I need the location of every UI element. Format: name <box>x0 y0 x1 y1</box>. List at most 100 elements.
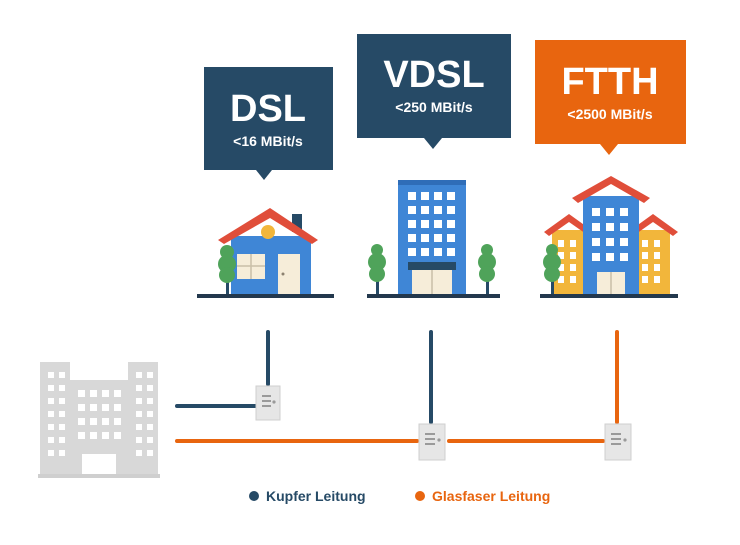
window <box>434 206 442 214</box>
junction-box-vdsl <box>418 423 446 461</box>
bubble-dsl-speed: <16 MBit/s <box>233 133 303 149</box>
window <box>558 264 564 271</box>
window <box>570 252 576 259</box>
window <box>48 411 54 417</box>
window <box>136 424 142 430</box>
window <box>558 276 564 283</box>
window <box>59 424 65 430</box>
window <box>90 432 97 439</box>
window <box>421 234 429 242</box>
window <box>78 404 85 411</box>
window <box>570 276 576 283</box>
window <box>592 223 600 231</box>
window <box>147 372 153 378</box>
window <box>654 264 660 271</box>
window <box>102 390 109 397</box>
apartment-building-icon <box>367 180 500 298</box>
window <box>642 252 648 259</box>
window <box>59 437 65 443</box>
window <box>592 208 600 216</box>
window <box>642 276 648 283</box>
window <box>558 240 564 247</box>
legend-copper-dot <box>249 491 259 501</box>
window <box>136 450 142 456</box>
legend-fiber-label: Glasfaser Leitung <box>432 488 550 504</box>
window <box>447 192 455 200</box>
window <box>447 248 455 256</box>
window <box>408 192 416 200</box>
window <box>147 450 153 456</box>
window <box>606 223 614 231</box>
window <box>620 238 628 246</box>
window <box>102 418 109 425</box>
window <box>147 385 153 391</box>
window <box>59 372 65 378</box>
window <box>642 264 648 271</box>
window <box>136 385 142 391</box>
window <box>102 404 109 411</box>
house-icon <box>197 208 334 298</box>
window <box>408 234 416 242</box>
window <box>114 390 121 397</box>
junction-box-ftth <box>604 423 632 461</box>
fiber-lines <box>175 330 619 443</box>
window <box>48 450 54 456</box>
window <box>654 252 660 259</box>
building-complex-icon <box>540 176 678 298</box>
window <box>114 418 121 425</box>
window <box>654 276 660 283</box>
window <box>59 398 65 404</box>
window <box>136 437 142 443</box>
bubble-dsl-title: DSL <box>230 88 306 130</box>
window <box>570 264 576 271</box>
bubble-ftth-title: FTTH <box>561 61 658 103</box>
legend-copper-label: Kupfer Leitung <box>266 488 366 504</box>
window <box>434 192 442 200</box>
legend-fiber-dot <box>415 491 425 501</box>
bubble-vdsl: VDSL <250 MBit/s <box>357 34 511 149</box>
window <box>570 240 576 247</box>
bubble-ftth-speed: <2500 MBit/s <box>567 106 652 122</box>
central-office-icon <box>38 362 160 478</box>
window <box>147 424 153 430</box>
window <box>421 192 429 200</box>
window <box>421 206 429 214</box>
window <box>136 372 142 378</box>
window <box>59 385 65 391</box>
window <box>592 238 600 246</box>
window <box>434 234 442 242</box>
window <box>114 432 121 439</box>
window <box>434 220 442 228</box>
window <box>421 248 429 256</box>
legend: Kupfer Leitung Glasfaser Leitung <box>249 488 550 504</box>
window <box>408 206 416 214</box>
window <box>447 220 455 228</box>
window <box>592 253 600 261</box>
window <box>642 240 648 247</box>
window <box>434 248 442 256</box>
window <box>421 220 429 228</box>
window <box>59 411 65 417</box>
window <box>78 432 85 439</box>
window <box>59 450 65 456</box>
window <box>147 411 153 417</box>
window <box>48 437 54 443</box>
window <box>48 372 54 378</box>
window <box>114 404 121 411</box>
window <box>78 418 85 425</box>
window <box>147 398 153 404</box>
window <box>136 398 142 404</box>
window <box>620 223 628 231</box>
bubble-dsl: DSL <16 MBit/s <box>204 67 333 180</box>
bubble-vdsl-title: VDSL <box>383 54 484 96</box>
window <box>78 390 85 397</box>
window <box>558 252 564 259</box>
bubble-ftth: FTTH <2500 MBit/s <box>535 40 686 155</box>
bubble-vdsl-speed: <250 MBit/s <box>395 99 473 115</box>
window <box>90 404 97 411</box>
window <box>620 208 628 216</box>
window <box>606 208 614 216</box>
copper-lines <box>175 330 433 424</box>
window <box>620 253 628 261</box>
